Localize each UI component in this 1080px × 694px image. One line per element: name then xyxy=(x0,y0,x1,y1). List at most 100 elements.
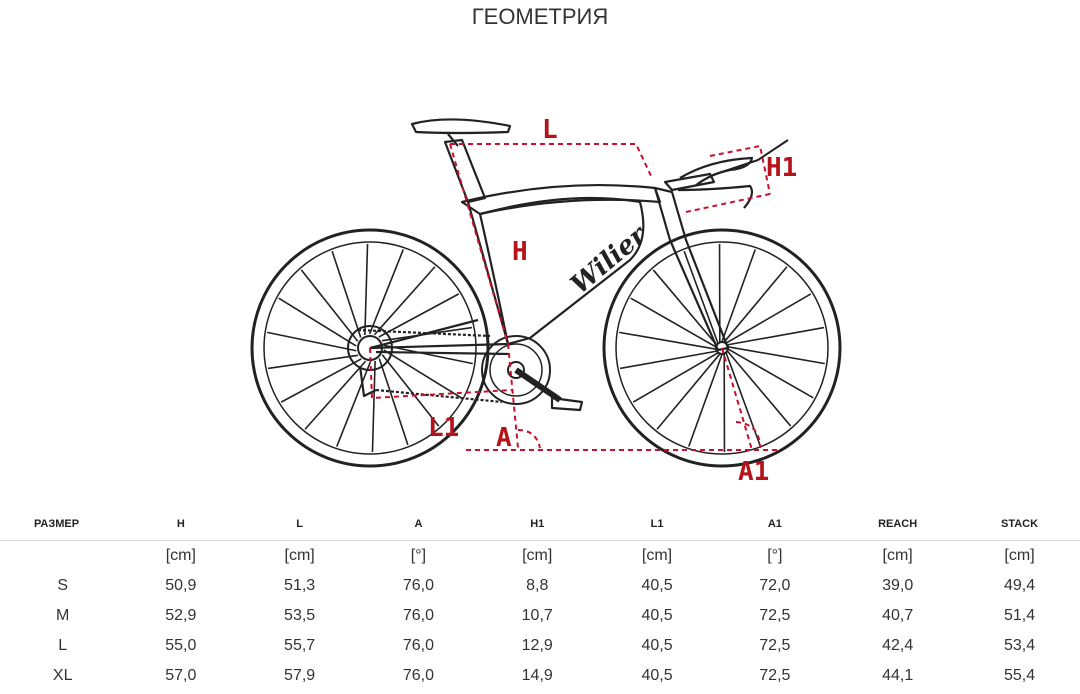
table-cell: [cm] xyxy=(882,547,913,564)
table-cell: 42,4 xyxy=(882,637,914,654)
wheel-spoke xyxy=(727,348,814,399)
wheel-spoke xyxy=(300,269,359,342)
dimension-label-H1: H1 xyxy=(766,153,797,183)
table-row: L 55,0 55,7 76,0 12,9 40,5 72,5 42,4 53,… xyxy=(0,631,1080,661)
table-cell: 40,5 xyxy=(641,667,673,684)
table-cell: 40,5 xyxy=(641,607,673,624)
table-cell: 72,5 xyxy=(759,637,791,654)
page-title: ГЕОМЕТРИЯ xyxy=(471,4,609,29)
dimension-label-H: H xyxy=(512,237,528,267)
table-cell: [°] xyxy=(767,547,783,564)
table-cell: 40,5 xyxy=(641,637,673,654)
wheel-spoke xyxy=(619,331,717,350)
wheel-spoke xyxy=(378,293,460,338)
table-cell: 8,8 xyxy=(526,577,549,594)
wheel-spoke xyxy=(278,297,357,347)
header-reach: REACH xyxy=(836,508,960,541)
table-cell: 14,9 xyxy=(521,667,553,684)
header-size: РАЗМЕР xyxy=(0,508,126,541)
table-cell: 40,5 xyxy=(641,577,673,594)
table-cell: 10,7 xyxy=(521,607,553,624)
wheel-spoke xyxy=(304,360,367,430)
dimension-label-A1: A1 xyxy=(738,457,769,487)
table-cell: 49,4 xyxy=(1003,577,1036,594)
dimension-lines xyxy=(369,143,780,451)
bike-frame xyxy=(347,118,789,412)
table-cell: 50,9 xyxy=(165,577,197,594)
table-cell xyxy=(0,541,125,572)
table-cell: 53,5 xyxy=(284,607,316,624)
wheel-spoke xyxy=(383,344,473,365)
rear-wheel xyxy=(250,228,490,468)
wheel-spoke xyxy=(280,358,362,403)
wheel-spoke xyxy=(656,353,721,430)
table-cell: [cm] xyxy=(284,547,315,564)
header-a: A xyxy=(362,508,474,541)
size-cell: L xyxy=(58,637,68,654)
wheel-spoke xyxy=(630,297,717,348)
wheel-spoke xyxy=(721,249,757,343)
table-cell: 72,5 xyxy=(759,607,791,624)
table-cell: 76,0 xyxy=(402,607,434,624)
table-cell: 51,3 xyxy=(284,577,316,594)
dimension-label-A: A xyxy=(496,423,512,453)
table-cell: 55,0 xyxy=(165,637,197,654)
table-row: S 50,9 51,3 76,0 8,8 40,5 72,0 39,0 49,4 xyxy=(0,571,1080,601)
table-cell: 57,0 xyxy=(165,667,197,684)
wheel-spoke xyxy=(373,266,436,336)
wheel-spoke xyxy=(652,269,718,346)
table-cell: 55,7 xyxy=(284,637,316,654)
units-row: [cm] [cm] [°] [cm] [cm] [°] [cm] [cm] xyxy=(0,541,1080,572)
table-cell: 72,0 xyxy=(759,577,791,594)
wheel-spoke xyxy=(381,354,440,427)
table-cell: 44,1 xyxy=(882,667,914,684)
wheel-spoke xyxy=(726,326,825,346)
wheel-spoke xyxy=(331,250,362,338)
wheel-spoke xyxy=(683,250,719,344)
table-cell: [cm] xyxy=(165,547,196,564)
wheel-spoke xyxy=(727,346,825,365)
table-cell: 39,0 xyxy=(882,577,914,594)
table-cell: [cm] xyxy=(641,547,673,564)
wheel-spoke xyxy=(632,351,719,403)
bike-geometry-diagram: Wilier L H H1 L1 A A1 xyxy=(250,115,842,487)
wheel-spoke xyxy=(368,249,404,335)
dimension-label-L1: L1 xyxy=(428,413,459,443)
geometry-table: РАЗМЕР H L A H1 L1 A1 REACH STACK [cm] [… xyxy=(0,508,1080,691)
table-cell: 76,0 xyxy=(402,637,434,654)
table-cell: 72,5 xyxy=(759,667,791,684)
table-row: M 52,9 53,5 76,0 10,7 40,5 72,5 40,7 51,… xyxy=(0,601,1080,631)
table-cell: 76,0 xyxy=(402,577,434,594)
table-cell: 12,9 xyxy=(521,637,553,654)
table-cell: 55,4 xyxy=(1003,667,1036,684)
header-h1: H1 xyxy=(473,508,601,541)
header-l1: L1 xyxy=(600,508,714,541)
size-cell: M xyxy=(56,607,70,624)
table-cell: [°] xyxy=(410,547,427,564)
wheel-spoke xyxy=(725,293,812,345)
table-row: XL 57,0 57,9 76,0 14,9 40,5 72,5 44,1 55… xyxy=(0,661,1080,691)
table-cell: [cm] xyxy=(522,547,553,564)
header-stack: STACK xyxy=(959,508,1080,541)
wheel-spoke xyxy=(364,244,369,335)
wheel-spoke xyxy=(619,350,718,370)
wheel-spoke xyxy=(687,353,723,447)
wheel-spoke xyxy=(383,349,462,399)
header-l: L xyxy=(236,508,363,541)
size-cell: XL xyxy=(52,667,73,684)
table-cell: 52,9 xyxy=(165,607,197,624)
header-h: H xyxy=(125,508,237,541)
table-header-row: РАЗМЕР H L A H1 L1 A1 REACH STACK xyxy=(0,508,1080,541)
wheel-spoke xyxy=(267,354,359,370)
frame-brand-logo: Wilier xyxy=(565,219,654,300)
wheel-spoke xyxy=(726,350,792,427)
table-cell: [cm] xyxy=(1004,547,1035,564)
table-cell: 57,9 xyxy=(284,667,316,684)
wheel-spoke xyxy=(723,266,788,343)
wheel-spoke xyxy=(378,358,409,446)
table-cell: 51,4 xyxy=(1003,607,1036,624)
header-a1: A1 xyxy=(713,508,837,541)
size-cell: S xyxy=(57,577,69,594)
wheel-spoke xyxy=(371,361,376,452)
table-cell: 40,7 xyxy=(882,607,914,624)
